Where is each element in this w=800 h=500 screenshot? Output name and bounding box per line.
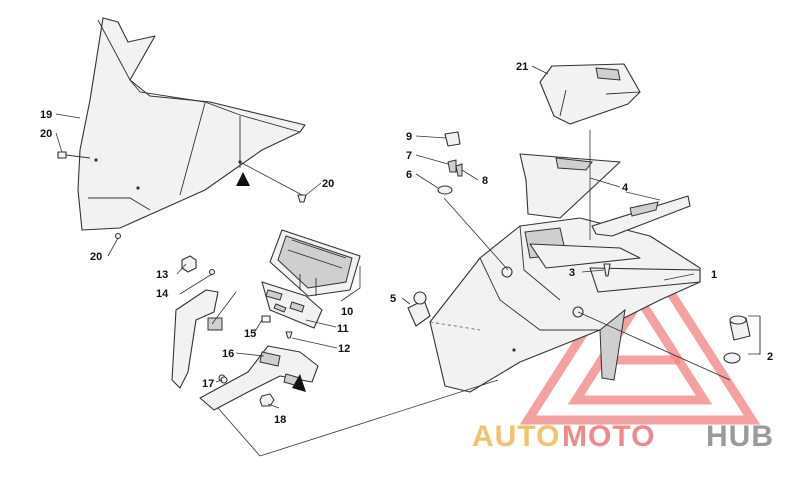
callout-5: 5 xyxy=(390,293,396,305)
fairing-screw xyxy=(603,263,611,277)
callout-7: 7 xyxy=(406,150,412,162)
arrow-marker-icon xyxy=(292,374,306,392)
callout-1: 1 xyxy=(711,269,717,281)
storage-lid xyxy=(539,63,641,125)
callout-16: 16 xyxy=(222,348,234,360)
leader-lines xyxy=(55,65,761,457)
watermark-text-auto: AUTO xyxy=(472,420,560,453)
cluster-mount-plate xyxy=(261,281,323,329)
bracket-bolt xyxy=(261,315,271,323)
watermark-text-hub: HUB xyxy=(706,420,774,453)
trim-panels xyxy=(519,153,691,237)
instrument-cluster xyxy=(269,229,361,297)
callout-labels: 19 20 20 20 21 9 7 6 8 4 3 1 5 2 13 14 1… xyxy=(40,61,773,426)
callout-3: 3 xyxy=(569,267,575,279)
callout-10: 10 xyxy=(341,306,353,318)
callout-20-screw-left: 20 xyxy=(40,128,52,140)
lock-cylinder-set xyxy=(437,131,463,195)
callout-20-screw-bottom: 20 xyxy=(90,251,102,263)
callout-6: 6 xyxy=(406,169,412,181)
adjuster-knob xyxy=(723,315,751,364)
ignition-switch xyxy=(407,291,431,327)
callout-21: 21 xyxy=(516,61,528,73)
callout-2: 2 xyxy=(767,351,773,363)
hardware-nuts xyxy=(181,255,275,407)
callout-19: 19 xyxy=(40,109,52,121)
callout-18: 18 xyxy=(274,414,286,426)
front-fairing xyxy=(429,217,701,393)
callout-13: 13 xyxy=(156,269,168,281)
callout-20-screw-right: 20 xyxy=(322,178,334,190)
windshield xyxy=(77,17,306,240)
callout-4: 4 xyxy=(622,182,629,194)
watermark-text-moto: MOTO xyxy=(562,420,655,453)
callout-14: 14 xyxy=(156,288,169,300)
callout-8: 8 xyxy=(482,175,488,187)
callout-9: 9 xyxy=(406,131,412,143)
callout-17: 17 xyxy=(202,378,214,390)
windshield-screws xyxy=(57,151,307,203)
support-bracket xyxy=(171,289,319,411)
callout-15: 15 xyxy=(244,328,256,340)
callout-11: 11 xyxy=(337,323,349,335)
arrow-marker-icon xyxy=(236,172,250,186)
cluster-screw xyxy=(285,331,293,339)
callout-12: 12 xyxy=(338,343,350,355)
